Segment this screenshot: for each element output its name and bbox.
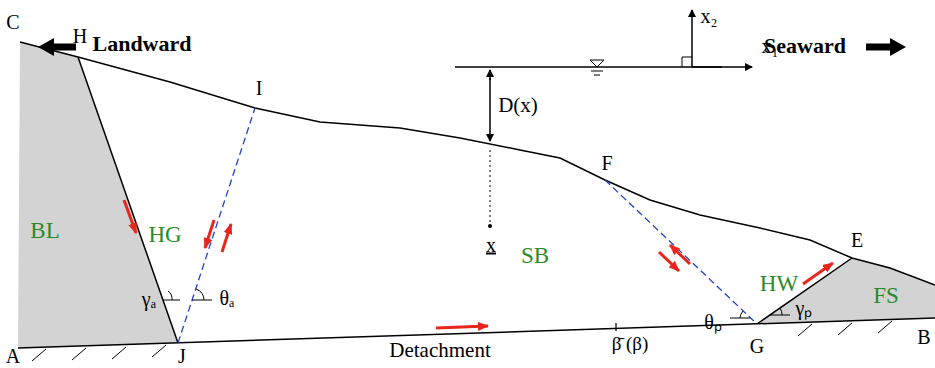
angle-label: θₚ bbox=[704, 312, 722, 332]
wedge-region: FS bbox=[757, 258, 935, 324]
region-label: FS bbox=[873, 284, 899, 307]
detachment-label: Detachment bbox=[389, 340, 490, 361]
point-label: x bbox=[486, 235, 496, 255]
angle-label: γₐ bbox=[142, 289, 156, 309]
angle-label: γₚ bbox=[796, 298, 813, 318]
point-label: H bbox=[73, 26, 87, 46]
point-label: E bbox=[851, 230, 863, 250]
point-label: I bbox=[256, 78, 263, 98]
region-label: SB bbox=[521, 244, 549, 267]
axis-label: x₁ bbox=[762, 36, 779, 56]
angle-label: θₐ bbox=[219, 288, 234, 308]
region-outline bbox=[757, 258, 935, 324]
point-label: F bbox=[601, 153, 612, 173]
axis-label: x₂ bbox=[701, 6, 718, 26]
point-label: B bbox=[917, 327, 930, 347]
wedge-region: SB bbox=[178, 108, 757, 343]
direction-label: Landward bbox=[92, 33, 191, 55]
depth-label: D(x) bbox=[498, 95, 538, 116]
point-label: G bbox=[750, 336, 764, 356]
dip-label: β̄ (β) bbox=[612, 334, 649, 353]
region-label: BL bbox=[30, 219, 59, 242]
point-label: C bbox=[6, 12, 19, 32]
region-label: HW bbox=[760, 272, 798, 295]
region-label: HG bbox=[148, 223, 181, 246]
point-label: J bbox=[178, 345, 186, 365]
region-outline bbox=[178, 108, 757, 343]
